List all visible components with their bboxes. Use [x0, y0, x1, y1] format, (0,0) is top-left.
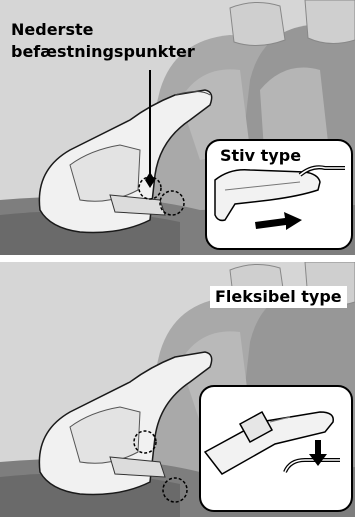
rigid-type-label: Stiv type — [220, 146, 301, 166]
anchor-label-line1: Nederste — [11, 20, 93, 40]
flexible-type-label: Fleksibel type — [210, 286, 347, 308]
anchor-label-line2: befæstningspunkter — [11, 42, 195, 62]
flexible-type-illustration: Fleksibel type — [0, 262, 355, 517]
rigid-type-illustration: Nederste befæstningspunkter Stiv type — [0, 0, 355, 255]
flexible-callout-box — [200, 386, 352, 511]
